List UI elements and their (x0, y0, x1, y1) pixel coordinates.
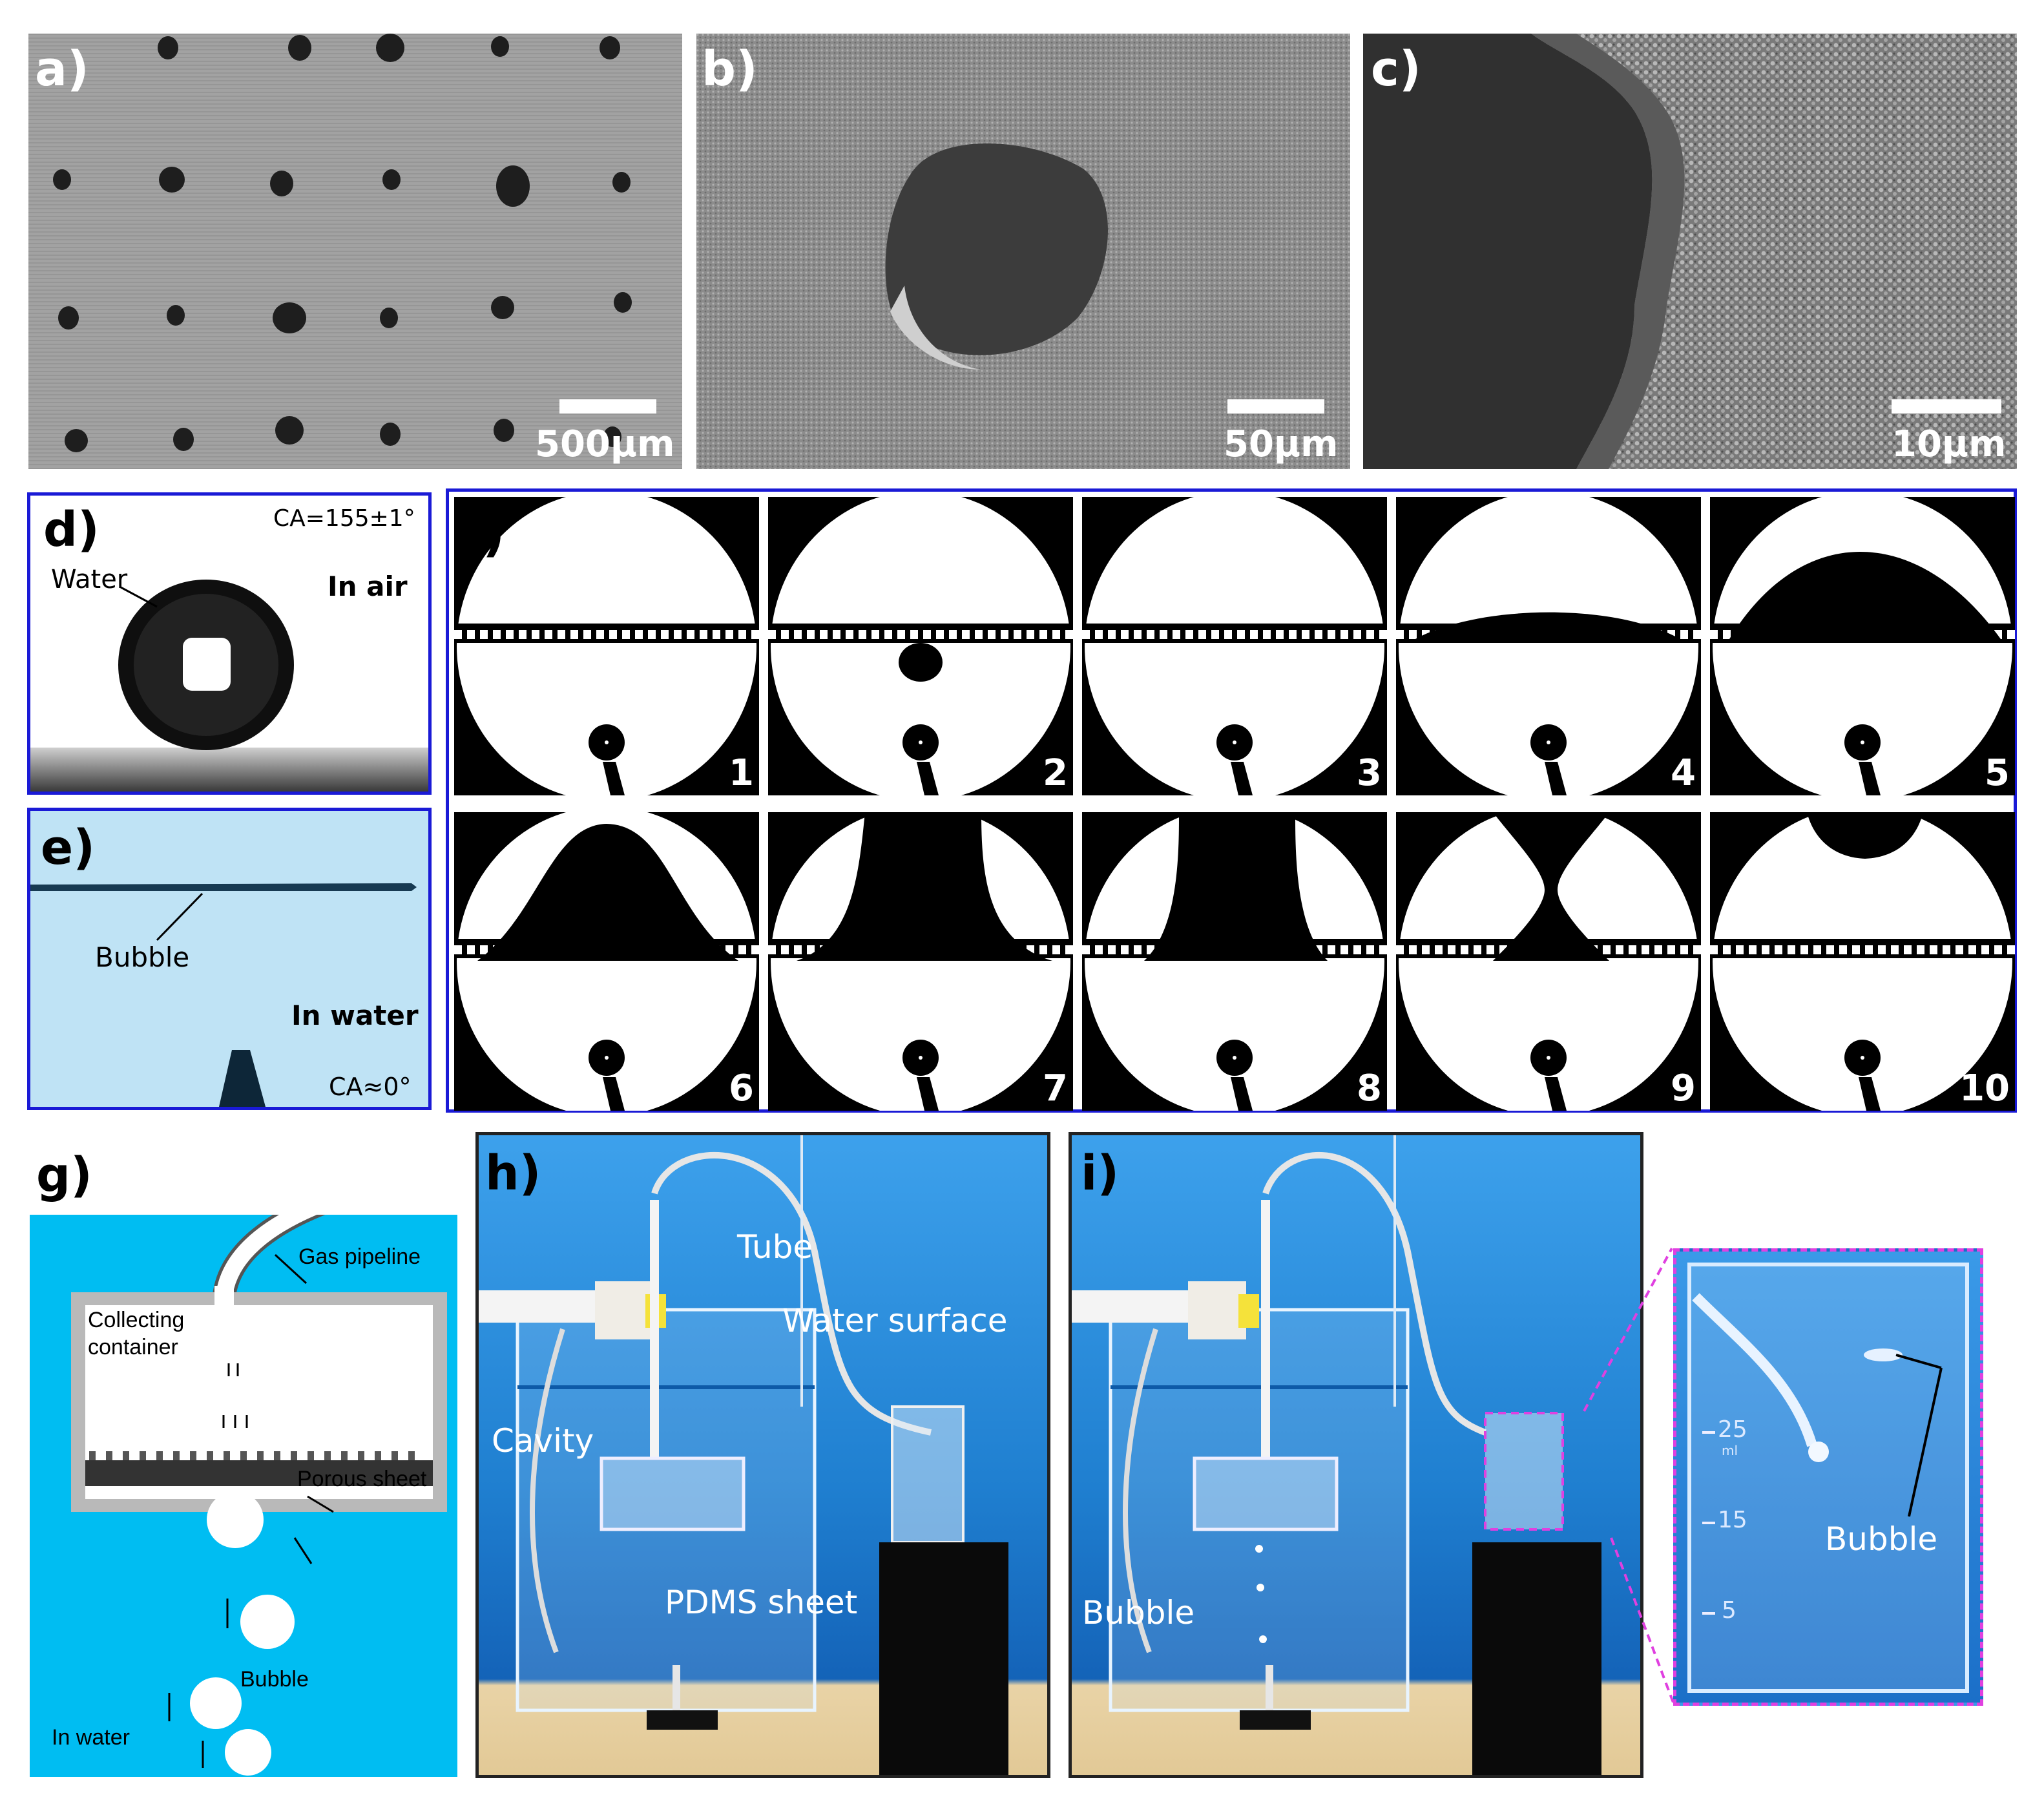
panel-h-photo: h) Tube Water surface Cavity PDMS sheet (475, 1132, 1050, 1778)
pore-closeup (696, 34, 1350, 469)
pdms-sheet-label: PDMS sheet (665, 1584, 858, 1621)
tick-label: 25 (1718, 1416, 1747, 1443)
panel-g-label: g) (36, 1148, 92, 1203)
panel-label: a) (35, 41, 89, 97)
panel-e: e) Bubble In water CA≈0° (27, 808, 432, 1110)
frame-number: 6 (729, 1067, 754, 1109)
scale-label: 500μm (535, 423, 675, 465)
frame-number: 7 (1043, 1067, 1068, 1109)
panel-a-sem-image: a) 500μm (28, 34, 682, 469)
bubble-label: Bubble (240, 1667, 309, 1692)
frame-number: 2 (1043, 752, 1068, 794)
setup-photo (479, 1135, 1008, 1775)
tick-label: 15 (1718, 1507, 1747, 1533)
frame-number: 3 (1357, 752, 1382, 794)
pore-edge (1363, 34, 2017, 469)
panel-zoom-beaker: 25 15 5 ml Bubble (1673, 1248, 1983, 1706)
panel-d: d) CA=155±1° Water In air (27, 492, 432, 795)
frame-number: 1 (729, 752, 754, 794)
panel-g-schematic: Gas pipeline Collecting container Porous… (30, 1215, 457, 1777)
schematic-drawing (71, 1215, 447, 1776)
contact-angle-label: CA=155±1° (273, 505, 415, 532)
medium-label: In air (328, 571, 408, 602)
f-frame-1: 1 (454, 497, 759, 795)
panel-label: b) (702, 41, 758, 97)
f-frame-10: 10 (1710, 812, 2015, 1111)
panel-label: i) (1081, 1146, 1120, 1201)
bubble-label: Bubble (1082, 1594, 1195, 1631)
water-label: Water (51, 565, 128, 594)
frame-number: 8 (1357, 1067, 1382, 1109)
f-frame-2: 2 (768, 497, 1073, 795)
bubble-label: Bubble (1825, 1520, 1938, 1558)
scale-bar (559, 399, 656, 414)
f-frame-3: 3 (1082, 497, 1387, 795)
medium-label: In water (52, 1725, 130, 1750)
f-frame-5: 5 (1710, 497, 2015, 795)
scale-label: 50μm (1224, 423, 1339, 465)
panel-f: 1 2 3 4 5 6 7 8 9 10 f) (446, 488, 2017, 1113)
porous-sheet-label: Porous sheet (297, 1467, 427, 1491)
collecting-container-label-1: Collecting (88, 1308, 185, 1332)
frame-number: 9 (1671, 1067, 1696, 1109)
scale-label: 10μm (1892, 423, 2007, 465)
frame-number: 5 (1985, 752, 2010, 794)
gas-pipeline-label: Gas pipeline (298, 1244, 421, 1269)
f-frame-7: 7 (768, 812, 1073, 1111)
f-frame-4: 4 (1396, 497, 1701, 795)
f-frame-9: 9 (1396, 812, 1701, 1111)
contact-angle-label: CA≈0° (329, 1073, 412, 1101)
frame-number: 4 (1671, 752, 1696, 794)
pore-array (28, 34, 682, 469)
scale-bar (1227, 399, 1324, 414)
setup-photo (1072, 1135, 1601, 1775)
panel-label: f) (462, 507, 505, 563)
f-frame-6: 6 (454, 812, 759, 1111)
f-frame-8: 8 (1082, 812, 1387, 1111)
beaker-closeup (1687, 1263, 1969, 1693)
panel-label: e) (41, 820, 96, 876)
flat-bubble (30, 883, 417, 1107)
tube-label: Tube (737, 1228, 813, 1266)
bubble-label: Bubble (95, 941, 190, 973)
cavity-label: Cavity (492, 1422, 594, 1460)
water-surface-label: Water surface (782, 1302, 1008, 1339)
panel-label: h) (485, 1146, 541, 1201)
frame-number: 10 (1959, 1067, 2010, 1109)
collecting-container-label-2: container (88, 1335, 178, 1359)
water-droplet (30, 580, 428, 792)
panel-label: c) (1371, 41, 1421, 97)
unit-label: ml (1722, 1443, 1738, 1458)
panel-b-sem-image: b) 50μm (696, 34, 1350, 469)
frame-sequence: 1 2 3 4 5 6 7 8 9 10 (454, 497, 2015, 1111)
medium-label: In water (291, 1000, 419, 1031)
tick-label: 5 (1722, 1597, 1736, 1624)
scale-bar (1892, 399, 2001, 414)
panel-label: d) (43, 502, 99, 558)
panel-c-sem-image: c) 10μm (1363, 34, 2017, 469)
panel-i-photo: i) Bubble (1069, 1132, 1643, 1778)
